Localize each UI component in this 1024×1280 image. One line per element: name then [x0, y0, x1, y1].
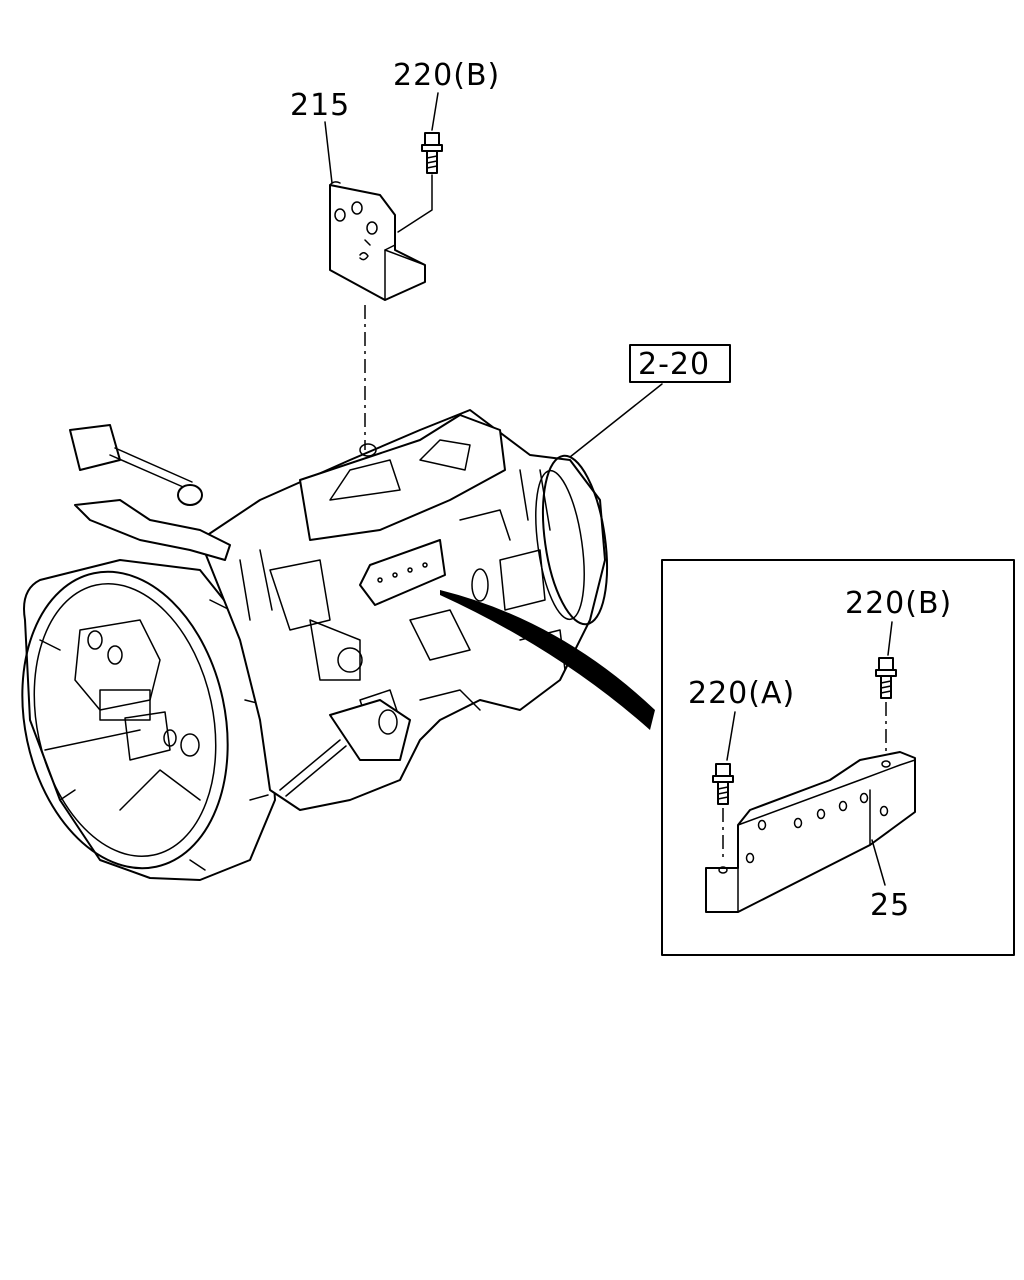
bolt-detail-b-icon: [875, 657, 897, 699]
label-220a-detail: 220(A): [688, 676, 795, 711]
detail-callout-wedge: [440, 590, 655, 730]
leader-215: [324, 121, 333, 184]
ref-box-2-20: [629, 344, 731, 383]
detail-box: [661, 559, 1015, 956]
bolt-upper-icon: [421, 132, 443, 174]
bolt-detail-a-icon: [712, 763, 734, 805]
bracket-25-detail: [705, 751, 916, 913]
label-220b-upper: 220(B): [393, 58, 500, 93]
leader-25: [871, 839, 886, 886]
label-25: 25: [870, 888, 910, 923]
leader-220a-detail: [726, 711, 736, 761]
bracket-25-mounted: [359, 539, 446, 606]
leader-2-20: [569, 383, 663, 458]
transmission-assembly: [21, 409, 608, 881]
leader-220b-upper: [431, 92, 439, 131]
label-215: 215: [290, 88, 350, 123]
leader-bolt-to-bracket: [397, 174, 433, 233]
leader-220b-detail: [887, 621, 893, 656]
bracket-215: [329, 181, 426, 301]
label-2-20: 2-20: [638, 347, 710, 382]
label-220b-detail: 220(B): [845, 586, 952, 621]
